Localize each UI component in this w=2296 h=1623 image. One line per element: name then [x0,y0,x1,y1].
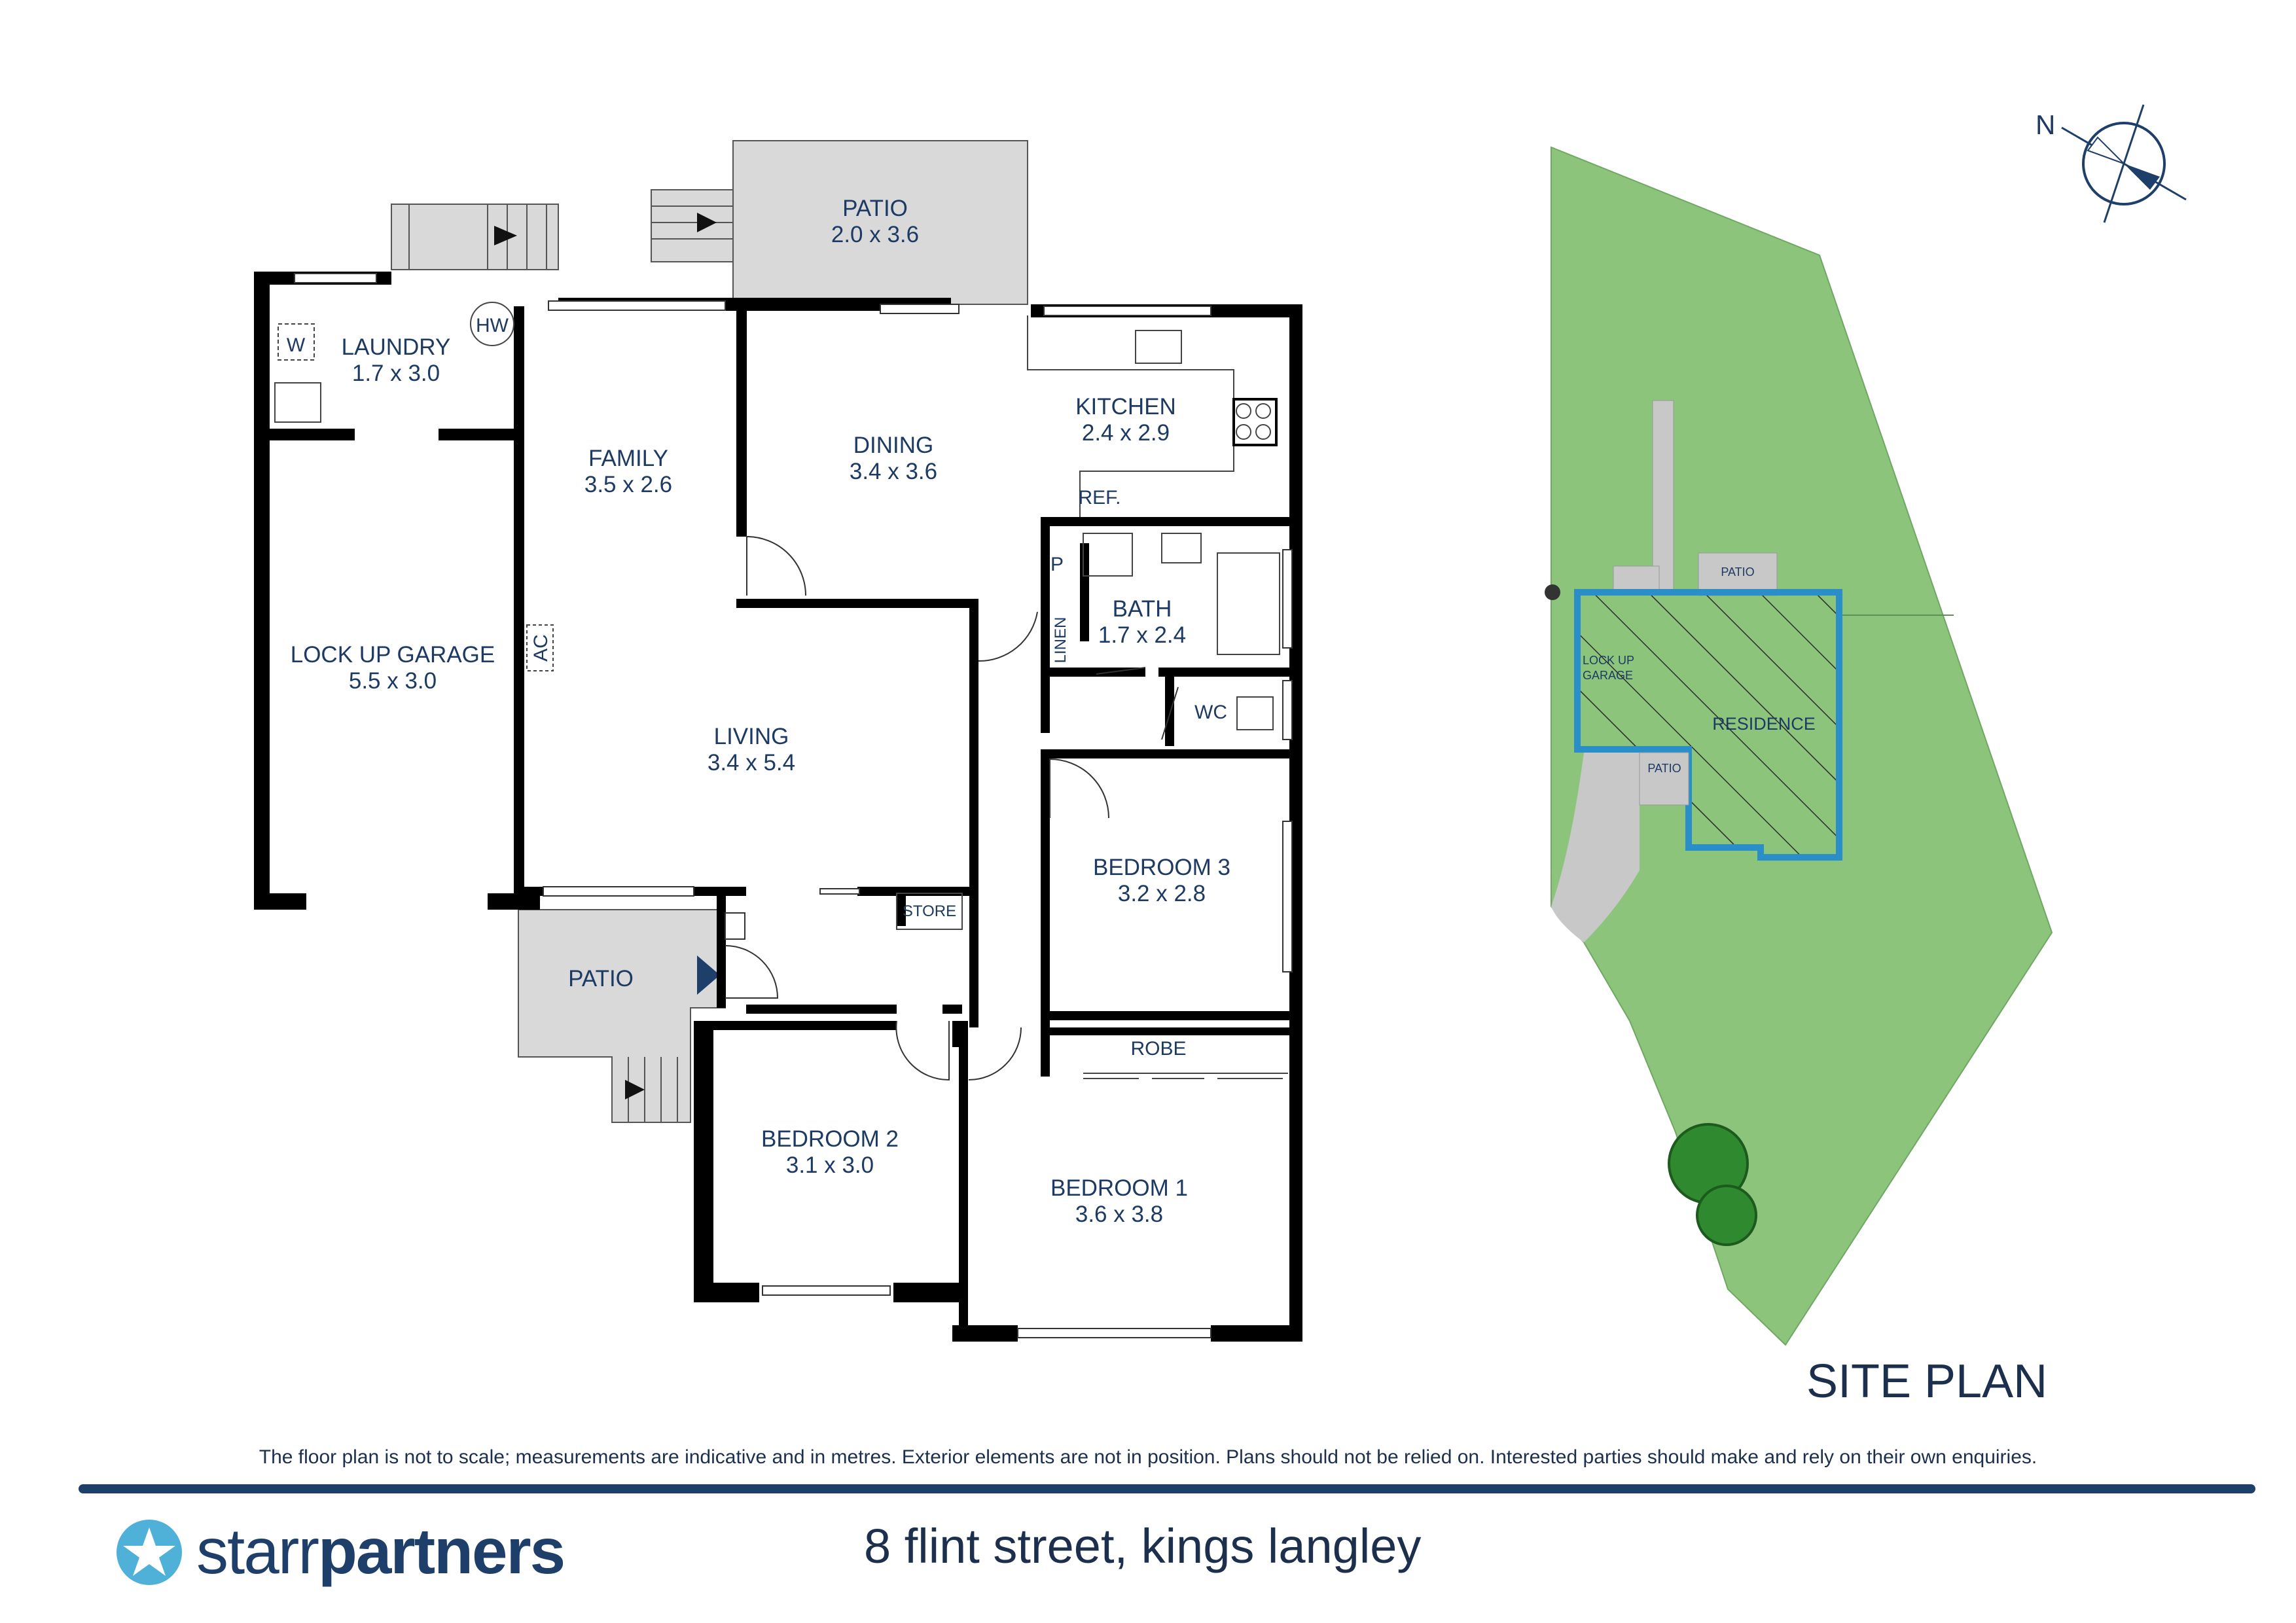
fridge-label: REF. [1078,487,1121,508]
bathtub-icon [1217,552,1280,655]
family-dims: 3.5 x 2.6 [584,472,672,497]
laundry-steps [391,204,559,270]
bedroom1-dims: 3.6 x 3.8 [1075,1202,1163,1227]
cooktop-icon [1255,403,1271,419]
disclaimer: The floor plan is not to scale; measurem… [259,1446,2037,1468]
toilet-icon [1236,696,1274,730]
site-plan-title: SITE PLAN [1806,1355,2048,1408]
hot-water-icon [470,302,514,346]
ac-icon [526,624,554,671]
site-patio-front-label: PATIO [1647,762,1681,775]
laundry-tub-icon [274,382,321,423]
bath-label: BATH [1113,596,1172,622]
cooktop-icon [1255,424,1271,440]
laundry-dims: 1.7 x 3.0 [352,361,440,386]
family-label: FAMILY [588,446,668,471]
bedroom2-dims: 3.1 x 3.0 [786,1152,874,1178]
dining-dims: 3.4 x 3.6 [850,459,937,484]
patio-top-dims: 2.0 x 3.6 [831,222,919,247]
step-lines [408,204,733,1122]
hot-water-label: HW [476,315,509,336]
site-plan: LOCK UP GARAGE RESIDENCE PATIO PATIO [1545,146,2053,1346]
store-label: STORE [903,902,956,920]
living-label: LIVING [714,724,789,749]
kitchen-label: KITCHEN [1075,394,1176,419]
patio-top [732,140,1028,305]
room-labels: LAUNDRY 1.7 x 3.0 FAMILY 3.5 x 2.6 DININ… [287,196,1230,1227]
site-garage-label-2: GARAGE [1583,669,1633,682]
north-compass: N [2036,104,2187,223]
pantry-label: P [1050,554,1064,575]
property-address: 8 flint street, kings langley [864,1519,1422,1573]
bedroom2-label: BEDROOM 2 [761,1126,899,1152]
bedroom3-label: BEDROOM 3 [1093,855,1230,880]
site-patio-front [1639,752,1689,806]
dining-label: DINING [853,433,934,458]
bedroom3-dims: 3.2 x 2.8 [1118,881,1206,906]
basin-icon [1083,533,1133,577]
doors [725,535,1179,1081]
brand-name: starrpartners [196,1514,565,1588]
entry-arrow-icon [697,955,720,995]
brand: starrpartners [196,1505,565,1597]
washer-icon [278,323,315,361]
bath-dims: 1.7 x 2.4 [1098,622,1186,648]
tree-icon [1696,1185,1757,1246]
ac-label: AC [530,634,552,662]
site-garage-label-1: LOCK UP [1583,654,1634,667]
site-patio-top [1698,552,1778,596]
arrow-icon [625,1080,645,1099]
sink-icon [1135,330,1182,364]
arrows [494,213,720,1099]
patio-front-label: PATIO [568,966,634,991]
site-path [1652,400,1674,591]
garage-dims: 5.5 x 3.0 [349,668,437,694]
fixtures [274,302,1288,1079]
arrow-icon [494,226,517,245]
site-patio-top-label: PATIO [1721,565,1754,579]
robe-label: ROBE [1130,1038,1186,1060]
brand-bold: partners [318,1514,565,1587]
site-residence [1574,589,1842,861]
cooktop-icon [1236,403,1251,419]
vanity-icon [1161,533,1202,563]
patio-top-label: PATIO [842,196,908,221]
windows [294,273,1293,1338]
brand-light: starr [196,1514,319,1587]
garage-label: LOCK UP GARAGE [291,642,495,668]
site-residence-label: RESIDENCE [1712,714,1816,734]
patio-top-steps [651,189,734,262]
arrow-icon [697,213,717,232]
cooktop-icon [1236,424,1251,440]
washer-label: W [287,334,306,356]
patios [391,140,1028,1123]
laundry-label: LAUNDRY [342,334,451,360]
kitchen-dims: 2.4 x 2.9 [1082,420,1170,446]
driveway [1551,753,1640,942]
living-dims: 3.4 x 5.4 [708,750,795,776]
wc-label: WC [1194,702,1227,723]
linen-label: LINEN [1052,617,1069,664]
north-label: N [2036,109,2055,140]
footer-divider [79,1484,2255,1493]
brand-logo-icon [117,1520,182,1585]
bedroom1-label: BEDROOM 1 [1050,1175,1188,1201]
